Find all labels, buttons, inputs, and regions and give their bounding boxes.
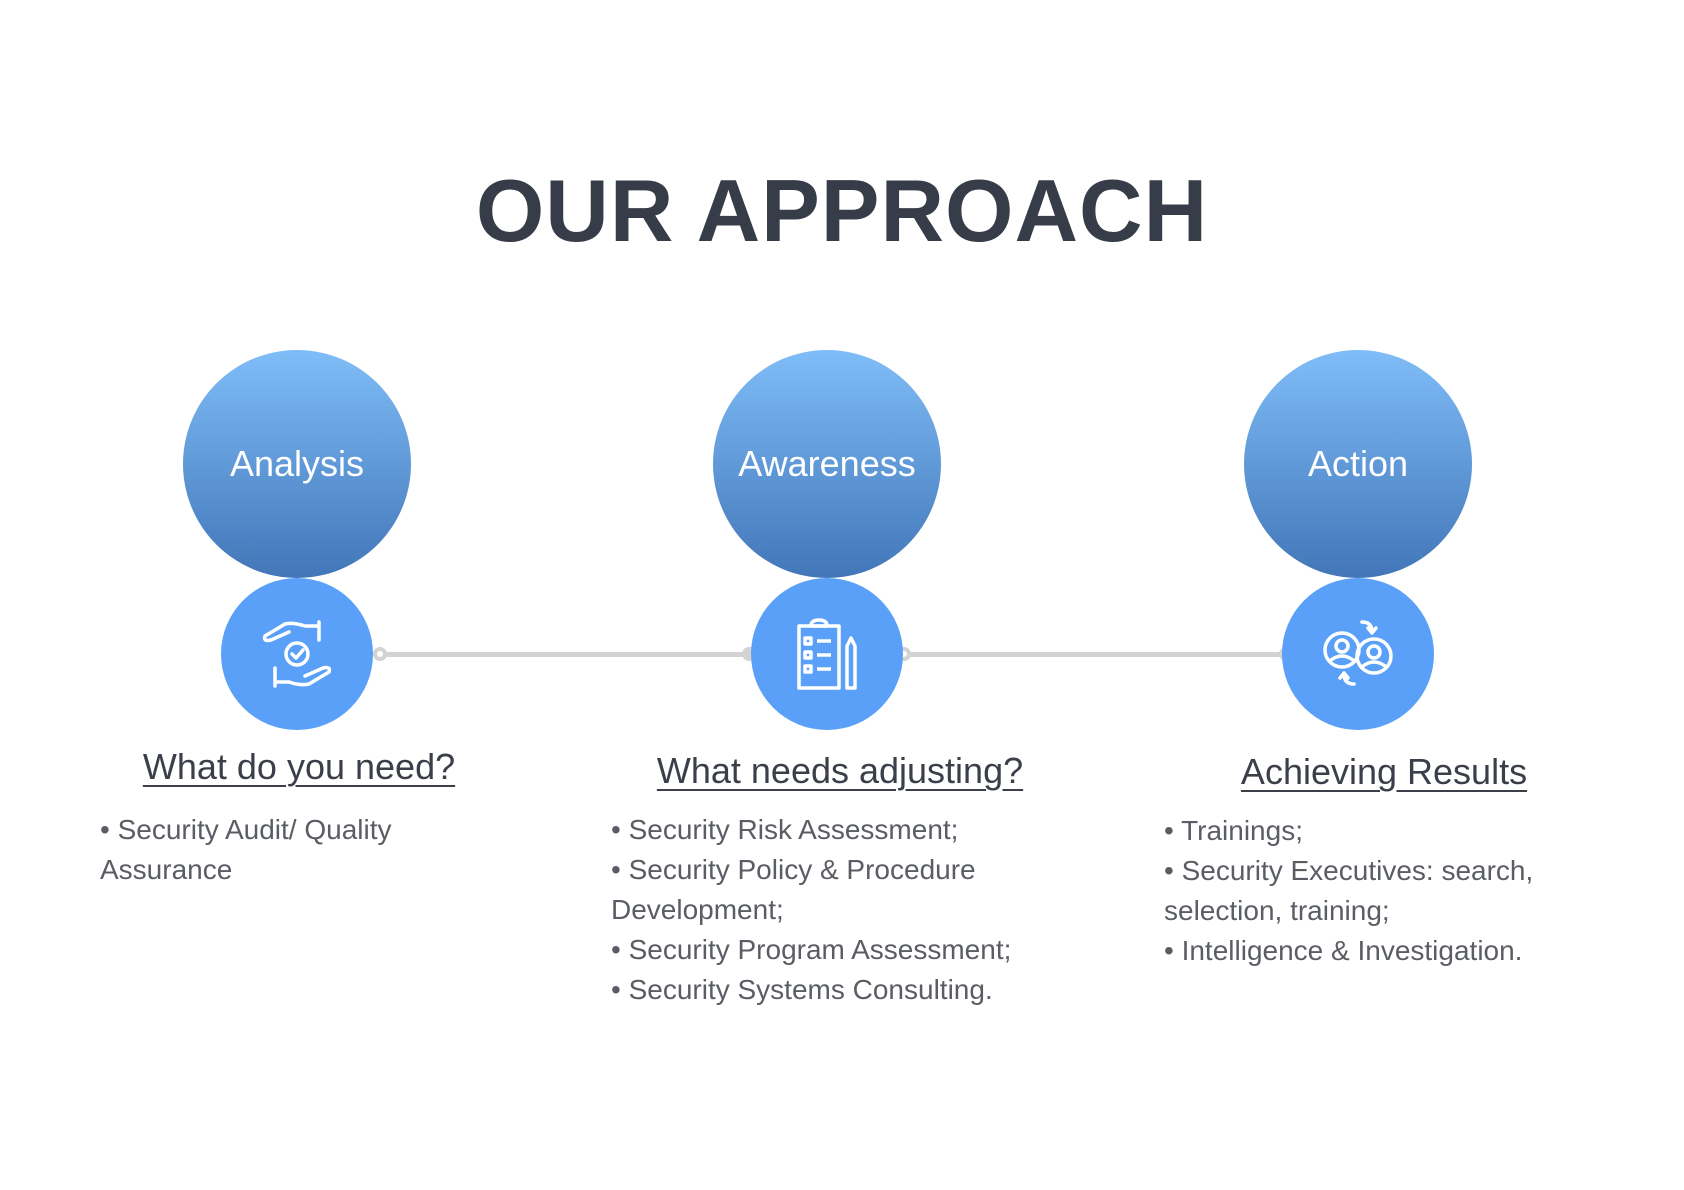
hands-check-icon: [221, 578, 373, 730]
bullet-item: • Intelligence & Investigation.: [1164, 935, 1523, 966]
step-label: Awareness: [738, 443, 916, 484]
step-bullets: • Trainings; • Security Executives: sear…: [1164, 811, 1604, 971]
connector-node: [373, 647, 387, 661]
bullet-item: • Security Policy & Procedure Developmen…: [611, 854, 976, 925]
step-circle-analysis: Analysis: [183, 350, 411, 578]
step-bullets: • Security Risk Assessment; • Security P…: [611, 810, 1071, 1010]
bullet-item: • Security Systems Consulting.: [611, 974, 993, 1005]
step-circle-action: Action: [1244, 350, 1472, 578]
page-title: OUR APPROACH: [475, 161, 1209, 260]
step-heading: What do you need?: [142, 746, 456, 787]
bullet-item: • Trainings;: [1164, 815, 1303, 846]
clipboard-checklist-icon: [751, 578, 903, 730]
step-label: Analysis: [229, 443, 365, 484]
connector-line-1: [380, 652, 750, 657]
step-label: Action: [1307, 443, 1409, 484]
step-heading: What needs adjusting?: [656, 750, 1024, 791]
bullet-item: • Security Program Assessment;: [611, 934, 1012, 965]
step-circle-awareness: Awareness: [713, 350, 941, 578]
bullet-item: • Security Executives: search, selection…: [1164, 855, 1534, 926]
users-exchange-icon: [1282, 578, 1434, 730]
connector-line-2: [904, 652, 1288, 657]
bullet-item: • Security Risk Assessment;: [611, 814, 959, 845]
step-bullets: • Security Audit/ Quality Assurance: [100, 810, 460, 890]
bullet-item: • Security Audit/ Quality Assurance: [100, 814, 392, 885]
step-heading: Achieving Results: [1240, 751, 1528, 792]
